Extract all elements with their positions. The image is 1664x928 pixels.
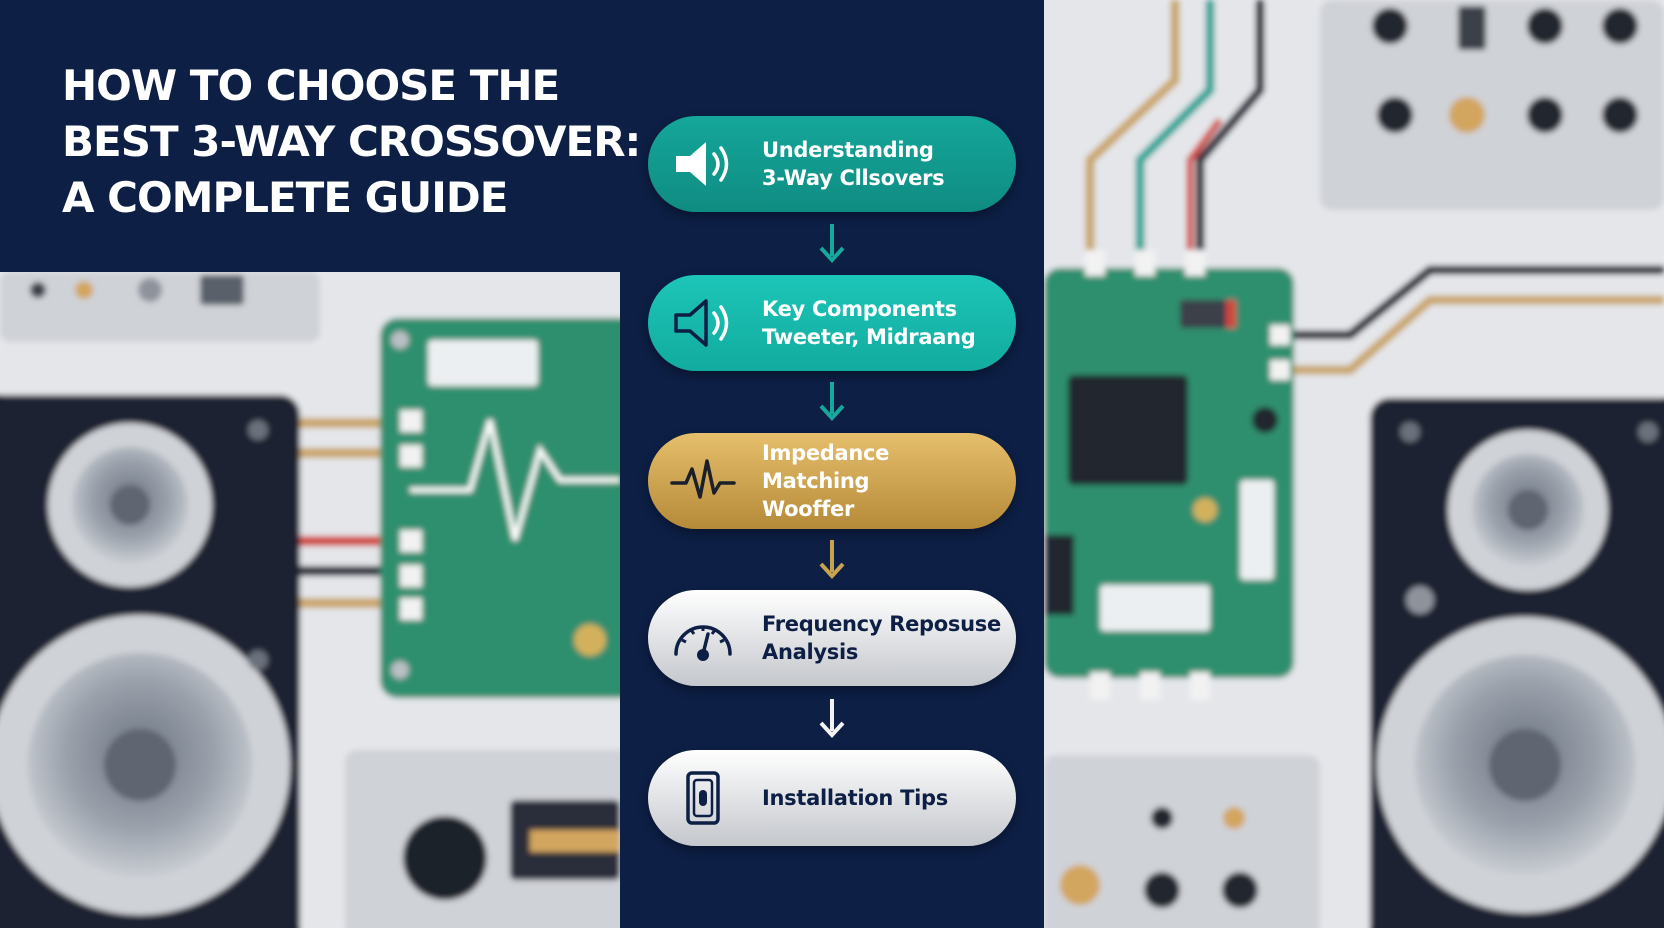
step-frequency-response: Frequency Reposuse Analysis xyxy=(648,590,1016,686)
step-key-components: Key Components Tweeter, Midraang xyxy=(648,275,1016,371)
step-label-line-1: Impedance Matching xyxy=(762,441,890,493)
waveform-icon xyxy=(670,459,736,499)
title-line-2: BEST 3-WAY CROSSOVER: xyxy=(62,117,641,166)
step-label: Frequency Reposuse Analysis xyxy=(762,590,1002,686)
step-impedance-matching: Impedance Matching Wooffer xyxy=(648,433,1016,529)
step-label: Installation Tips xyxy=(762,750,1002,846)
step-understanding: Understanding 3-Way Cllsovers xyxy=(648,116,1016,212)
step-label-line-2: Analysis xyxy=(762,640,859,664)
step-label-line-1: Frequency Reposuse xyxy=(762,612,1001,636)
down-arrow-icon xyxy=(819,382,845,421)
step-label-line-1: Understanding xyxy=(762,138,934,162)
step-installation-tips: Installation Tips xyxy=(648,750,1016,846)
step-label-line-1: Key Components xyxy=(762,297,957,321)
down-arrow-icon xyxy=(819,540,845,579)
title-line-1: HOW TO CHOOSE THE xyxy=(62,61,560,110)
device-icon xyxy=(686,771,720,825)
speaker-icon xyxy=(674,299,729,347)
step-label: Impedance Matching Wooffer xyxy=(762,433,1002,529)
step-label-line-1: Installation Tips xyxy=(762,786,948,810)
page-title: HOW TO CHOOSE THE BEST 3-WAY CROSSOVER: … xyxy=(62,58,662,226)
step-label-line-2: Wooffer xyxy=(762,497,855,521)
down-arrow-icon xyxy=(819,699,845,738)
down-arrow-icon xyxy=(819,224,845,263)
speaker-icon xyxy=(676,142,729,186)
step-label: Understanding 3-Way Cllsovers xyxy=(762,116,1002,212)
step-label-line-2: Tweeter, Midraang xyxy=(762,325,976,349)
step-label-line-2: 3-Way Cllsovers xyxy=(762,166,945,190)
title-line-3: A COMPLETE GUIDE xyxy=(62,173,508,222)
gauge-icon xyxy=(674,625,732,661)
step-label: Key Components Tweeter, Midraang xyxy=(762,275,1002,371)
